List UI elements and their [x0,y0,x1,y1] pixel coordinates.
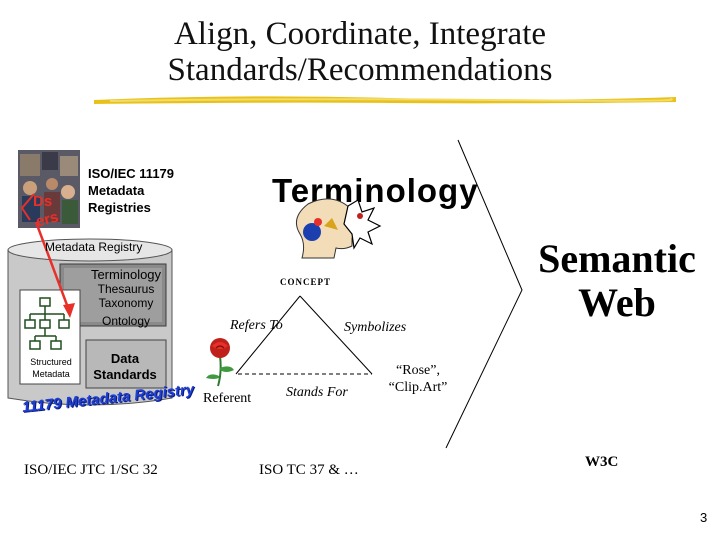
data-standards-line2: Standards [88,367,162,383]
w3c-label: W3C [585,454,618,471]
structured-line1: Structured [24,356,78,368]
refers-to-label: Refers To [230,318,283,334]
term-item-terminology: Terminology [80,268,172,282]
concept-label: CONCEPT [280,277,331,287]
rose-label-line1: “Rose”, [378,362,458,379]
structured-metadata-label: Structured Metadata [24,356,78,380]
head-concept-icon [288,196,384,260]
semantic-web-heading: Semantic Web [532,237,702,325]
rose-icon [200,334,240,388]
iso-tc37-label: ISO TC 37 & … [259,462,359,479]
data-standards-label: Data Standards [88,351,162,383]
stands-for-label: Stands For [286,385,348,401]
data-standards-line1: Data [88,351,162,367]
rose-symbol-label: “Rose”, “Clip.Art” [378,362,458,396]
metadata-registry-label: Metadata Registry [45,240,142,254]
structured-line2: Metadata [24,368,78,380]
term-item-ontology: Ontology [80,314,172,328]
terminology-stack: Terminology Thesaurus Taxonomy Ontology [80,268,172,328]
referent-label: Referent [203,391,251,407]
semantic-web-line2: Web [532,281,702,325]
page-number: 3 [700,510,707,525]
term-item-taxonomy: Taxonomy [80,296,172,310]
symbolizes-label: Symbolizes [344,320,406,336]
jtc1-sc32-label: ISO/IEC JTC 1/SC 32 [24,462,158,479]
semantic-web-line1: Semantic [532,237,702,281]
term-item-thesaurus: Thesaurus [80,282,172,296]
rose-label-line2: “Clip.Art” [378,379,458,396]
